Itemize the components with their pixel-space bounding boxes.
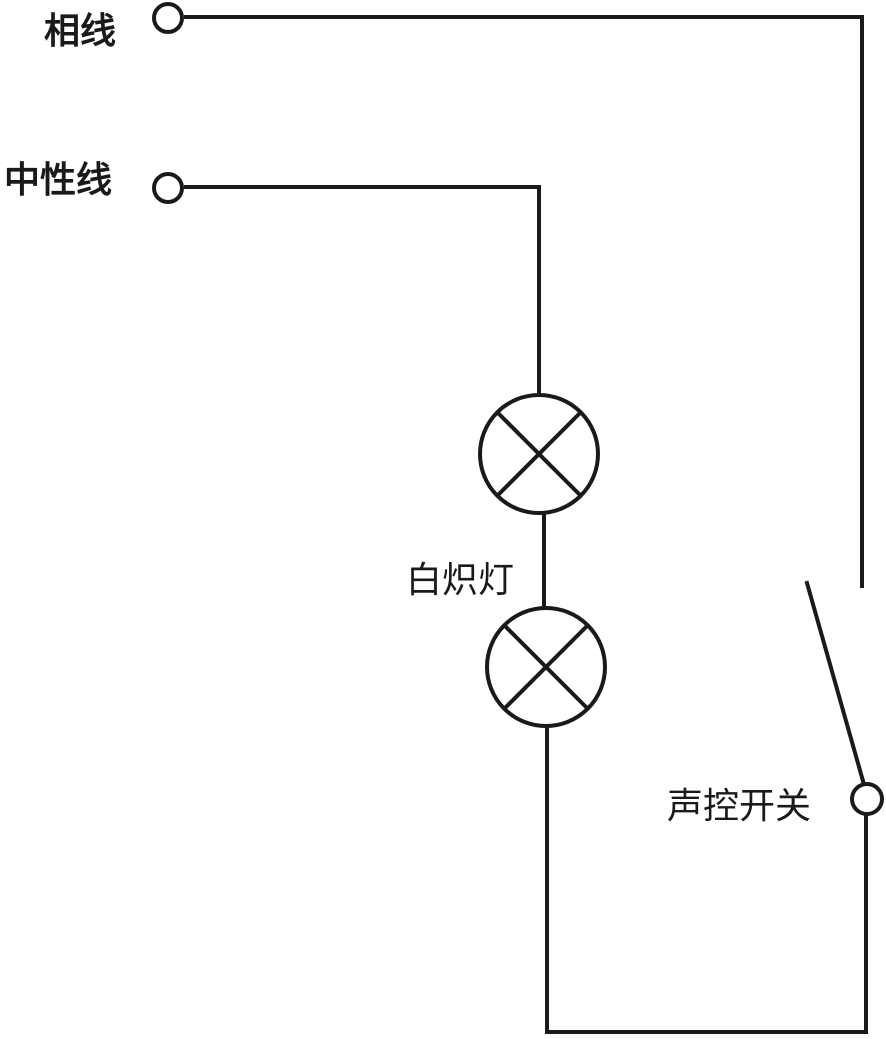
switch-blade xyxy=(804,580,866,784)
switch-label: 声控开关 xyxy=(667,786,811,827)
phase-line-label: 相线 xyxy=(44,11,116,52)
lamp-label: 白炽灯 xyxy=(406,560,514,601)
neutral-line-label: 中性线 xyxy=(4,160,112,201)
switch-terminal-icon xyxy=(850,782,884,816)
return-wire xyxy=(545,727,868,1034)
phase-wire xyxy=(184,15,864,588)
phase-terminal-icon xyxy=(152,2,184,34)
lamp-icon-upper xyxy=(478,393,600,515)
neutral-wire xyxy=(184,185,541,396)
neutral-terminal-icon xyxy=(152,172,184,204)
lamp-icon-lower xyxy=(485,606,607,728)
